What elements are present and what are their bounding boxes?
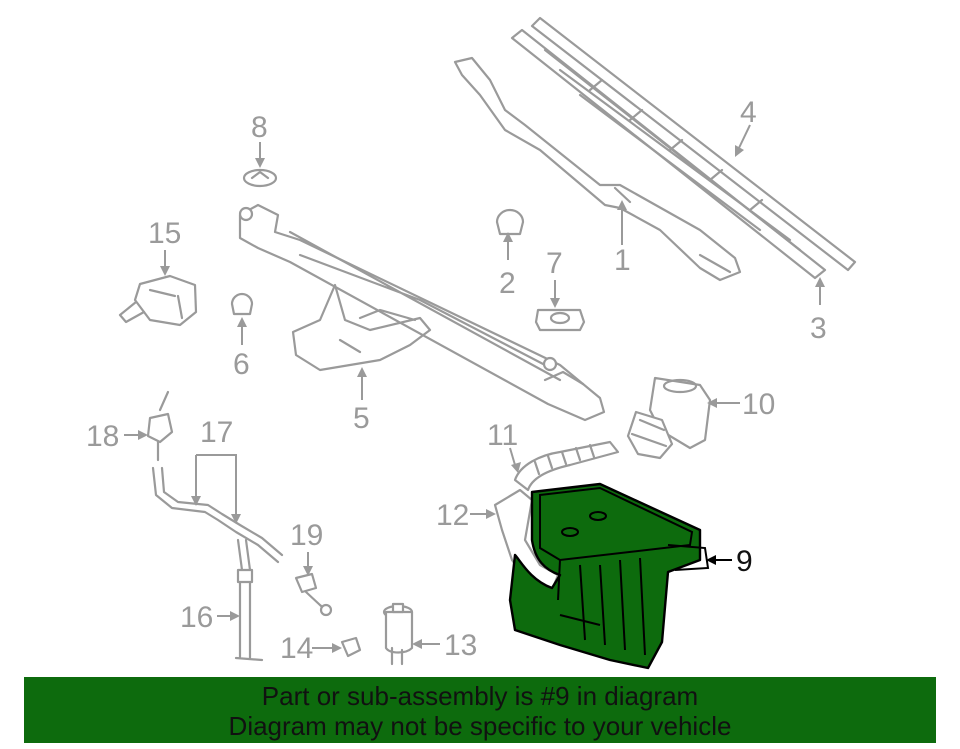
callout-2: 2 [499,267,516,300]
washer-hose-part [513,440,620,492]
wiper-blade-part [510,16,857,280]
grommet-part [534,308,586,332]
check-valve-part [146,390,174,462]
callout-labels: 1 2 3 4 5 6 7 8 9 10 11 12 13 14 15 16 1… [86,96,827,665]
leader-lines [124,124,825,653]
callout-12: 12 [436,499,469,532]
cap-part [495,208,525,236]
callout-15: 15 [148,217,181,250]
washer-motor-part [382,602,414,666]
filler-neck-part [626,376,712,460]
fastener-part [294,572,333,617]
callout-14: 14 [280,632,313,665]
washer-reservoir-part [508,482,710,670]
callout-9: 9 [736,545,753,578]
wiper-arm-part [453,56,742,282]
clip-part [340,636,362,658]
callout-10: 10 [742,388,775,421]
callout-1: 1 [614,244,631,277]
washer-pump-part [118,274,198,327]
callout-17: 17 [200,416,233,449]
callout-6: 6 [233,348,250,381]
callout-8: 8 [251,111,268,144]
callout-19: 19 [290,519,323,552]
callout-3: 3 [810,312,827,345]
callout-11: 11 [487,419,518,452]
washer-tube-part [151,466,284,572]
cover-part [230,292,254,316]
callout-16: 16 [180,601,213,634]
washer-line-part [234,568,264,662]
callout-5: 5 [353,402,370,435]
banner-line-1: Part or sub-assembly is #9 in diagram [261,681,699,711]
callout-13: 13 [444,629,477,662]
parts-diagram: 1 2 3 4 5 6 7 8 9 10 11 12 13 14 15 16 1… [86,16,857,670]
banner-line-2: Diagram may not be specific to your vehi… [228,711,732,741]
callout-18: 18 [86,420,119,453]
disclaimer-banner: Part or sub-assembly is #9 in diagram Di… [24,677,936,743]
callout-4: 4 [740,96,757,129]
callout-7: 7 [546,247,563,280]
nut-cap-part [242,168,278,188]
wiper-linkage-part [238,203,606,422]
